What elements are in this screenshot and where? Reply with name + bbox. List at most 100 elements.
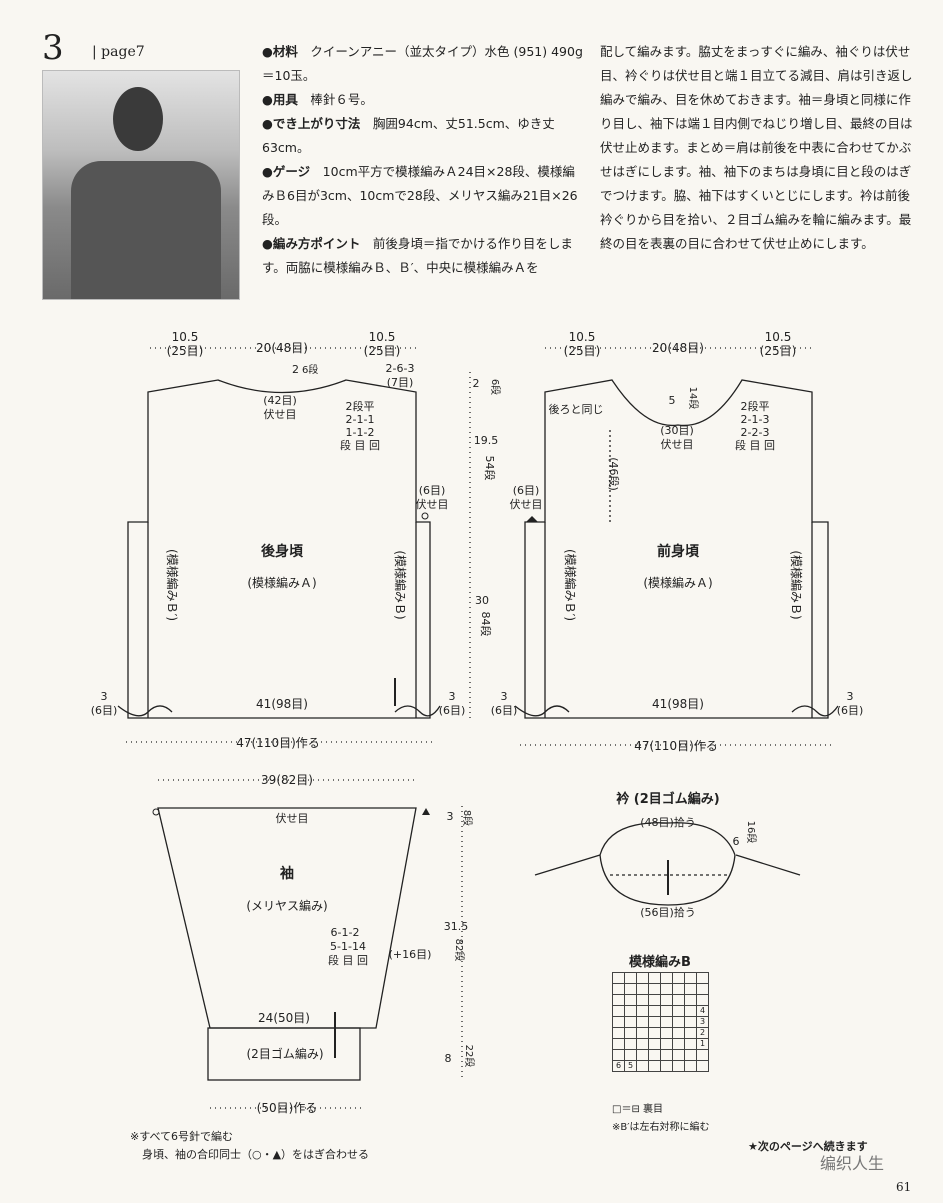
back-corner-right-label: 3 [449, 690, 456, 703]
back-neck-bind: (42目) [263, 394, 297, 407]
front-top-right-sub: (25目) [760, 344, 797, 358]
sleeve-mid-h: 31.5 [444, 920, 469, 933]
back-top-left: 10.5 [172, 330, 199, 344]
sleeve-cuff [207, 1027, 361, 1081]
instructions-col2: 配して編みます。脇丈をまっすぐに編み、袖ぐりは伏せ目、衿ぐりは伏せ目と端１目立て… [600, 40, 918, 256]
front-corner-right-label: 3 [847, 690, 854, 703]
back-corner-left [117, 705, 173, 717]
sleeve-cuff-width: 24(50目) [258, 1011, 310, 1025]
gauge-line: ●ゲージ 10cm平方で模様編みＡ24目×28段、模様編みＢ6目が3cm、10c… [262, 164, 578, 227]
front-same-as-back: 後ろと同じ [549, 402, 604, 416]
collar-left-line [534, 854, 601, 876]
sleeve-cuff-h: 8 [445, 1052, 452, 1065]
back-neck-dec: 2 [292, 363, 299, 376]
front-corner-right [791, 705, 839, 717]
front-neck-dec-sub: 14段 [687, 387, 700, 410]
front-side-right: (模様編みＢ) [789, 550, 804, 619]
height-h3: 30 [475, 594, 489, 607]
back-corner-left-label: 3 [101, 690, 108, 703]
collar-height-sub: 16段 [745, 821, 758, 844]
front-neck-bind-sub: 伏せ目 [661, 437, 694, 451]
front-table4: 段 目 回 [735, 438, 775, 452]
back-sub: (模様編みＡ) [247, 575, 316, 590]
front-neck-dec: 5 [669, 394, 676, 407]
front-top-left: 10.5 [569, 330, 596, 344]
front-neck-bind: (30目) [660, 424, 694, 437]
front-bottom: 41(98目) [652, 697, 704, 711]
sleeve-inc1: 6-1-2 [331, 926, 360, 939]
back-shoulder: 2-6-3 [386, 362, 415, 375]
footer-notes: ※すべて6号針で編む 身頃、袖の合印同士（○・▲）をはぎ合わせる [130, 1128, 369, 1164]
back-side-bind-sub: 伏せ目 [416, 497, 449, 511]
back-table1: 2段平 [346, 399, 375, 413]
collar-title: 衿 (2目ゴム編み) [616, 791, 719, 807]
back-neck-dec-sub: 6段 [302, 363, 318, 376]
back-table2: 2-1-1 [346, 413, 375, 426]
photo-head-shape [113, 87, 163, 151]
method-continued: 配して編みます。脇丈をまっすぐに編み、袖ぐりは伏せ目、衿ぐりは伏せ目と端１目立て… [600, 44, 913, 251]
front-table1: 2段平 [741, 399, 770, 413]
height-h2-sub: 54段 [483, 456, 497, 481]
sleeve-marker-triangle [422, 808, 430, 815]
instructions-col1: ●材料 クイーンアニー（並太タイプ）水色 (951) 490g＝10玉。 ●用具… [262, 40, 584, 280]
front-center-rows: (46段) [607, 457, 621, 491]
sleeve-marker-circle [152, 808, 160, 816]
front-title: 前身頃 [657, 543, 700, 560]
tools-line: ●用具 棒針６号。 [262, 92, 373, 107]
front-sub: (模様編みＡ) [643, 575, 712, 590]
back-shoulder-sub: (7目) [387, 376, 414, 389]
front-side-bind-sub: 伏せ目 [510, 497, 543, 511]
sleeve-inc2: 5-1-14 [330, 940, 366, 953]
back-body-outline [127, 379, 431, 719]
chart-row-label: 3 [696, 1016, 709, 1028]
front-cast-on: 47(110目)作る [634, 739, 718, 753]
back-bottom: 41(98目) [256, 697, 308, 711]
front-corner-left-sub: (6目) [491, 704, 518, 717]
note-needles: ※すべて6号針で編む [130, 1130, 234, 1143]
chart-col-label: 6 [612, 1060, 625, 1072]
sleeve-cuff-label: (2目ゴム編み) [247, 1046, 324, 1061]
chart-b-legend: □＝⊟ 裏目 [612, 1102, 663, 1115]
page-reference: | page7 [92, 44, 145, 60]
model-photo [42, 70, 240, 300]
sleeve-title: 袖 [280, 865, 294, 882]
back-table4: 段 目 回 [340, 438, 380, 452]
back-cast-on: 47(110目)作る [236, 736, 320, 750]
front-table2: 2-1-3 [741, 413, 770, 426]
chart-b-title: 模様編みB [629, 954, 691, 970]
back-corner-right-sub: (6目) [439, 704, 466, 717]
front-side-bind: (6目) [513, 484, 540, 497]
back-top-mid: 20(48目) [256, 341, 308, 355]
size-line: ●でき上がり寸法 胸囲94cm、丈51.5cm、ゆき丈63cm。 [262, 116, 555, 155]
sleeve-bind: 伏せ目 [276, 811, 309, 825]
chart-row-label: 4 [696, 1005, 709, 1017]
front-corner-right-sub: (6目) [837, 704, 864, 717]
sleeve-mid-h-sub: 82段 [453, 939, 466, 962]
collar-pick-back: (48目)拾う [640, 815, 696, 829]
collar-top-curve [599, 822, 736, 856]
height-h1-sub: 6段 [489, 379, 502, 395]
next-page-note: ★次のページへ続きます [748, 1140, 868, 1153]
back-top-left-sub: (25目) [167, 344, 204, 358]
sleeve-top-h: 3 [447, 810, 454, 823]
front-table3: 2-2-3 [741, 426, 770, 439]
back-side-right: (模様編みＢ) [393, 550, 408, 619]
front-corner-left-label: 3 [501, 690, 508, 703]
collar-right-line [735, 854, 801, 876]
collar-bottom-curve [599, 854, 736, 906]
chart-row-label: 2 [696, 1027, 709, 1039]
height-h2: 19.5 [474, 434, 499, 447]
photo-sweater-shape [71, 161, 221, 299]
watermark: 编织人生 [820, 1154, 885, 1173]
sleeve-inc-total: (+16目) [389, 948, 432, 961]
sleeve-top: 39(82目) [261, 773, 313, 787]
back-corner-right [394, 705, 441, 717]
chart-col-label: 5 [624, 1060, 637, 1072]
back-title: 後身頃 [261, 543, 304, 560]
height-h3-sub: 84段 [479, 612, 493, 637]
back-corner-left-sub: (6目) [91, 704, 118, 717]
chart-row-label: 1 [696, 1038, 709, 1050]
front-corner-left [514, 705, 570, 717]
